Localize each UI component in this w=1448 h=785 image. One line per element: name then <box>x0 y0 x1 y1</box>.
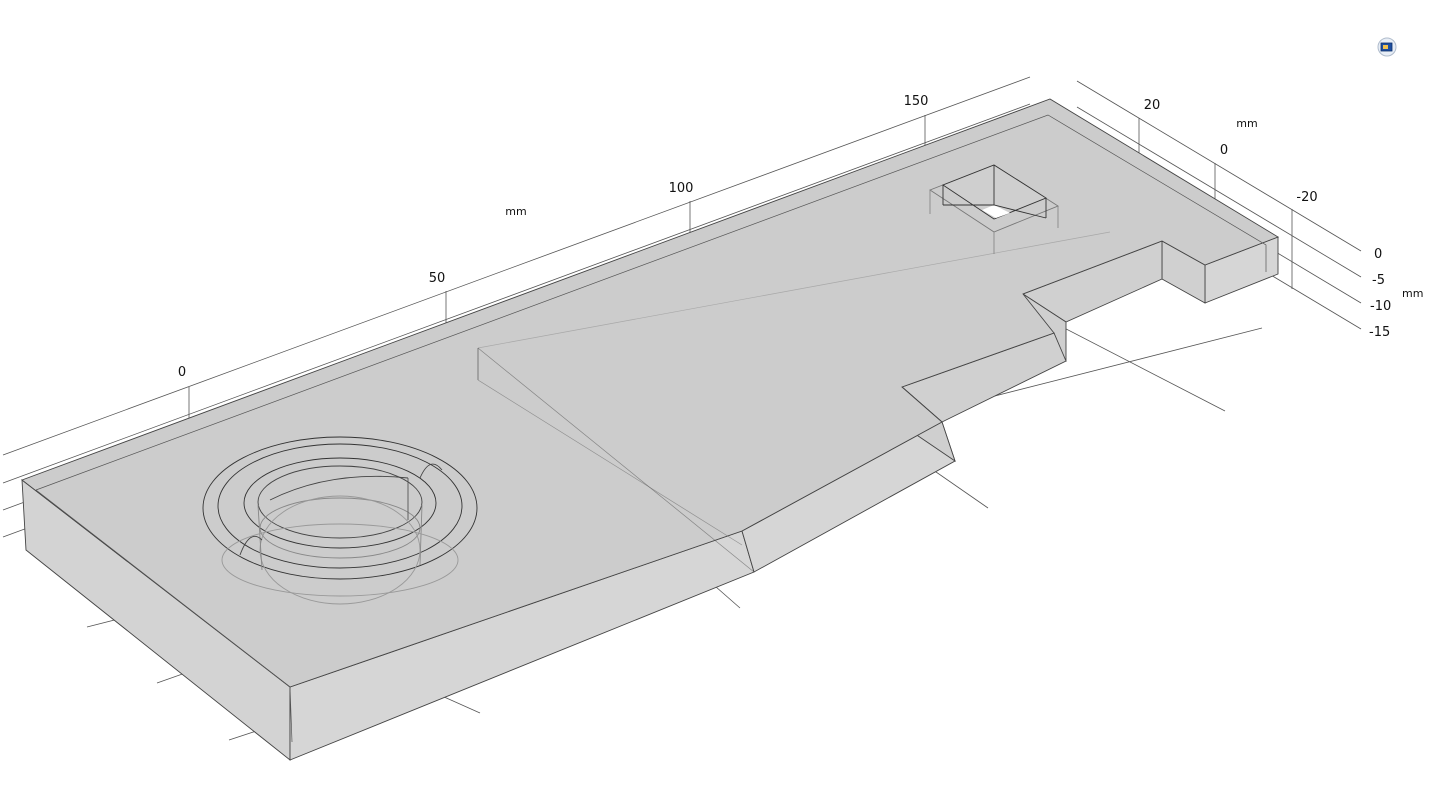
circular-port <box>202 436 478 605</box>
plate-top <box>21 98 1280 688</box>
z-axis-labels: 0 -5 -10 -15 mm <box>1369 247 1423 340</box>
square-cutout <box>929 164 1059 254</box>
y-axis-labels: 20 0 -20 mm <box>1144 98 1318 205</box>
plate-sides <box>21 236 1279 761</box>
x-tick-0: 0 <box>178 365 186 380</box>
view-cube-icon[interactable] <box>1377 37 1397 57</box>
z-tick-3: -15 <box>1369 325 1390 340</box>
y-axis-unit: mm <box>1236 117 1257 130</box>
z-axis-unit: mm <box>1402 287 1423 300</box>
y-tick-2: -20 <box>1296 190 1317 205</box>
x-axis-unit: mm <box>505 205 526 218</box>
x-tick-3: 150 <box>904 94 929 109</box>
x-tick-2: 100 <box>669 181 694 196</box>
y-tick-0: 20 <box>1144 98 1161 113</box>
z-tick-2: -10 <box>1370 299 1391 314</box>
x-tick-1: 50 <box>429 271 446 286</box>
x-axis-labels: 0 50 100 150 mm <box>178 94 929 380</box>
z-tick-0: 0 <box>1374 247 1382 262</box>
y-tick-1: 0 <box>1220 143 1228 158</box>
z-tick-1: -5 <box>1372 273 1385 288</box>
